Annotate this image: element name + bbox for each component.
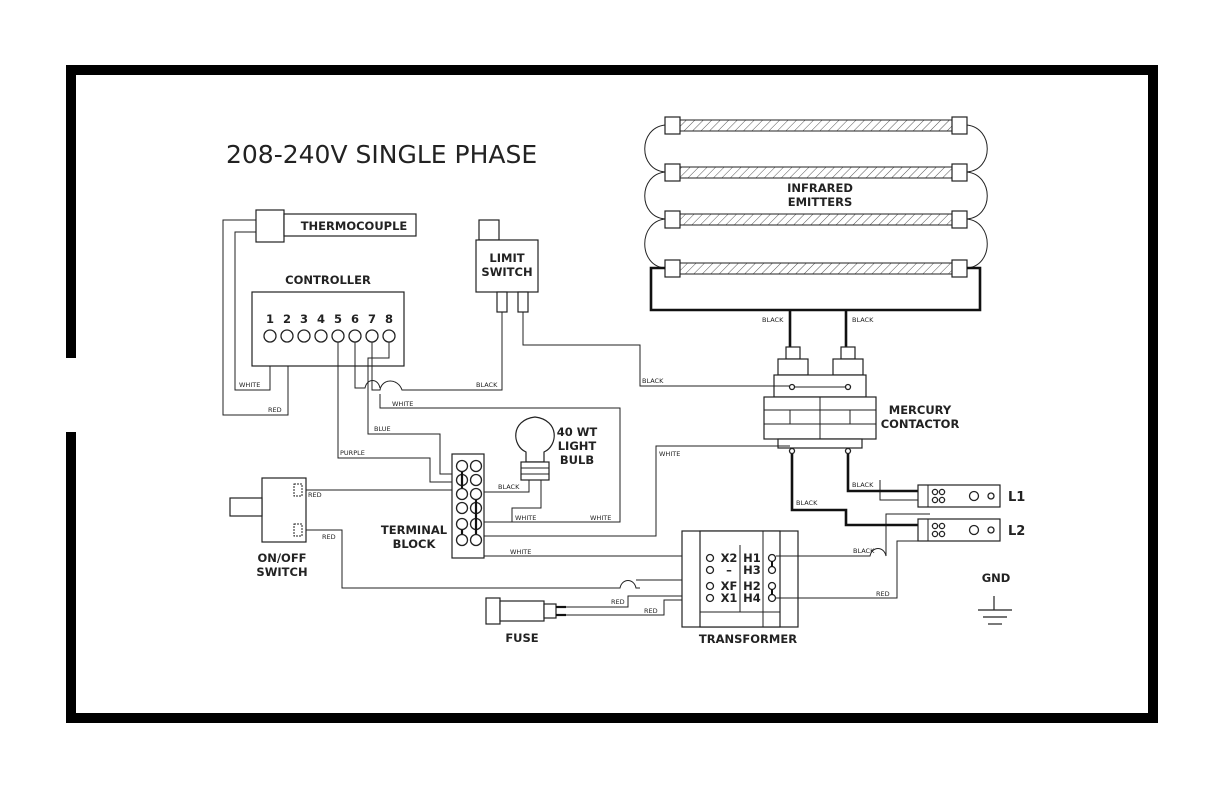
wire-label-white-tb-right: WHITE	[590, 514, 611, 522]
terminal-block-label-1: TERMINAL	[381, 523, 448, 537]
transformer-h4: H4	[743, 591, 761, 605]
wire-label-red-transformer: RED	[876, 590, 890, 598]
wire-label-black-emitter-right: BLACK	[852, 316, 874, 324]
limit-switch-label-1: LIMIT	[489, 251, 524, 265]
bulb-label-1: 40 WT	[557, 425, 598, 439]
gnd-label: GND	[982, 571, 1011, 585]
diagram-title: 208-240V SINGLE PHASE	[226, 140, 537, 169]
wire-label-red-switch-top: RED	[308, 491, 322, 499]
thermocouple-label: THERMOCOUPLE	[301, 219, 408, 233]
wire-label-black-contactor: BLACK	[642, 377, 664, 385]
light-bulb: 40 WT LIGHT BULB	[515, 416, 598, 481]
transformer-dash: –	[726, 563, 732, 577]
ground-symbol: GND	[978, 571, 1012, 625]
terminal-block: TERMINAL BLOCK	[381, 453, 485, 559]
wire-label-black-limit: BLACK	[476, 381, 498, 389]
wire-label-white-tb-bottom: WHITE	[510, 548, 531, 556]
transformer-label: TRANSFORMER	[699, 632, 797, 646]
wire-label-white-bulb: WHITE	[515, 514, 536, 522]
switch-label-1: ON/OFF	[257, 551, 306, 565]
emitters-label-1: INFRARED	[787, 181, 853, 195]
wire-label-black-contactor-l2: BLACK	[796, 499, 818, 507]
fuse-label: FUSE	[505, 631, 538, 645]
controller-pin-5: 5	[334, 312, 342, 326]
terminal-block-label-2: BLOCK	[393, 537, 437, 551]
transformer-h2: H2	[743, 579, 761, 593]
contactor-label-1: MERCURY	[889, 403, 952, 417]
wire-label-black-emitter-left: BLACK	[762, 316, 784, 324]
fuse: FUSE	[485, 597, 566, 645]
controller-pin-6: 6	[351, 312, 359, 326]
l1-label: L1	[1008, 490, 1025, 505]
controller-pin-3: 3	[300, 312, 308, 326]
wire-label-red-tc: RED	[268, 406, 282, 414]
wire-label-white-tc: WHITE	[239, 381, 260, 389]
limit-switch-label-2: SWITCH	[481, 265, 532, 279]
bulb-label-2: LIGHT	[558, 439, 597, 453]
transformer-h1: H1	[743, 551, 761, 565]
wire-label-black-contactor-l1: BLACK	[852, 481, 874, 489]
l1-terminal: L1	[917, 484, 1025, 508]
infrared-emitters: INFRARED EMITTERS	[644, 116, 988, 312]
controller-pin-8: 8	[385, 312, 393, 326]
thermocouple: THERMOCOUPLE	[255, 209, 417, 243]
emitters-label-2: EMITTERS	[788, 195, 853, 209]
controller-pin-2: 2	[283, 312, 291, 326]
on-off-switch: ON/OFF SWITCH	[229, 477, 308, 579]
controller: CONTROLLER 1 2 3 4 5 6 7 8	[251, 273, 405, 367]
outer-frame	[66, 65, 1158, 723]
transformer-x2: X2	[721, 551, 738, 565]
controller-pin-7: 7	[368, 312, 376, 326]
wire-label-red-switch-bottom: RED	[322, 533, 336, 541]
contactor-label-2: CONTACTOR	[881, 417, 960, 431]
switch-label-2: SWITCH	[256, 565, 307, 579]
mercury-contactor: MERCURY CONTACTOR	[763, 346, 960, 455]
wire-label-black-bulb: BLACK	[498, 483, 520, 491]
bulb-label-3: BULB	[560, 453, 594, 467]
wire-label-white-ctrl: WHITE	[392, 400, 413, 408]
controller-label: CONTROLLER	[285, 273, 371, 287]
l2-label: L2	[1008, 524, 1025, 539]
wire-label-blue: BLUE	[374, 425, 391, 433]
wire-label-purple: PURPLE	[340, 449, 365, 457]
controller-pin-1: 1	[266, 312, 274, 326]
transformer-x1: X1	[721, 591, 738, 605]
wire-label-red-fuse: RED	[611, 598, 625, 606]
wire-label-black-transformer: BLACK	[853, 547, 875, 555]
transformer-h3: H3	[743, 563, 761, 577]
transformer-xf: XF	[721, 579, 738, 593]
l2-terminal: L2	[917, 518, 1025, 542]
wire-label-white-contactor: WHITE	[659, 450, 680, 458]
controller-pin-4: 4	[317, 312, 325, 326]
transformer: X2 – XF X1 H1 H3 H2 H4 TRANSFORMER	[681, 530, 799, 646]
wire-label-red-fuse2: RED	[644, 607, 658, 615]
limit-switch: LIMIT SWITCH	[475, 219, 539, 313]
